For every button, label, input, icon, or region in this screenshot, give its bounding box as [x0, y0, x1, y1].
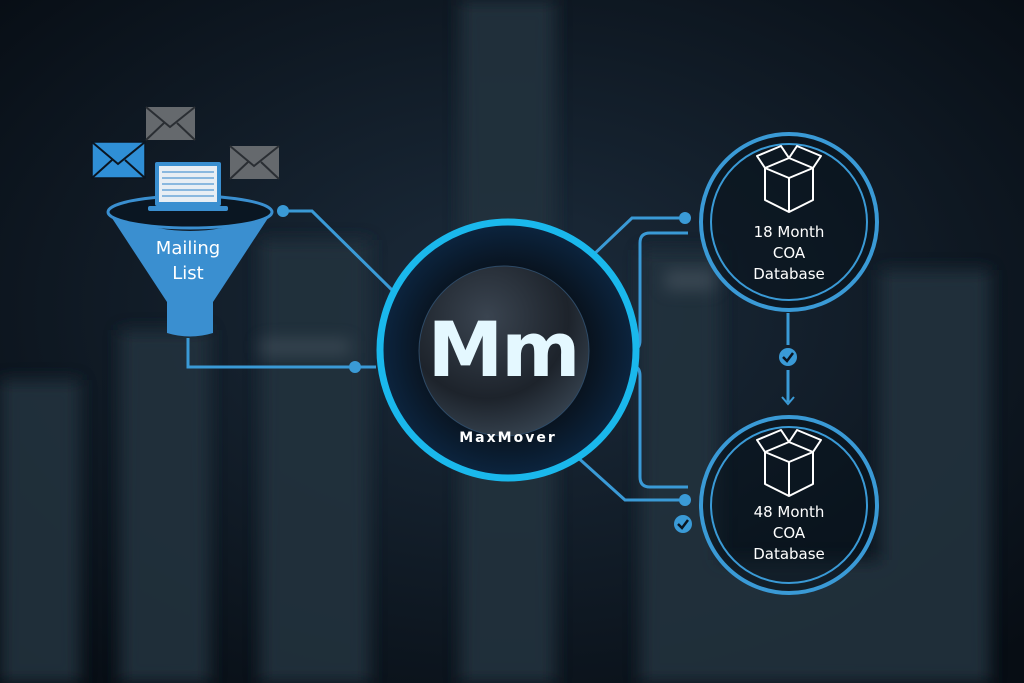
db-label-line: Database — [753, 265, 825, 283]
connector-hub-db2-b — [631, 364, 688, 489]
db-label-line: COA — [772, 244, 806, 262]
arrow-down-icon — [781, 396, 795, 406]
maxmover-logo: Mm — [427, 305, 581, 394]
connector-dot — [277, 205, 289, 217]
connector-funnel-bottom — [186, 338, 376, 369]
box-icon — [756, 145, 822, 213]
connector-dot — [349, 361, 361, 373]
connector-dot — [679, 212, 691, 224]
envelope-icon — [145, 106, 196, 141]
database-48-label: 48 Month COA Database — [729, 502, 849, 565]
brand-name: MaxMover — [459, 430, 557, 446]
connector-hub-db1-b — [631, 231, 688, 352]
check-icon — [779, 348, 797, 366]
envelope-icon — [91, 141, 146, 179]
database-18-label: 18 Month COA Database — [729, 222, 849, 285]
connector-funnel-top — [283, 209, 394, 292]
mailing-list-label-line2: List — [172, 263, 204, 284]
connector-hub-db1-a — [588, 216, 686, 260]
db-label-line: 18 Month — [753, 223, 825, 241]
mailing-list-label-line1: Mailing — [155, 238, 221, 259]
connector-dot — [679, 494, 691, 506]
db-label-line: COA — [772, 524, 806, 542]
db-label-line: 48 Month — [753, 503, 825, 521]
database-18-month — [699, 132, 879, 312]
mailing-list-label: Mailing List — [130, 236, 246, 286]
database-48-month — [699, 415, 879, 595]
laptop-icon — [148, 162, 228, 211]
envelope-icon — [229, 145, 280, 180]
funnel-icon — [106, 194, 274, 337]
check-icon — [674, 515, 692, 533]
db-label-line: Database — [753, 545, 825, 563]
maxmover-hub — [376, 218, 640, 482]
connector-hub-db2-a — [573, 453, 686, 502]
box-icon — [756, 429, 822, 497]
